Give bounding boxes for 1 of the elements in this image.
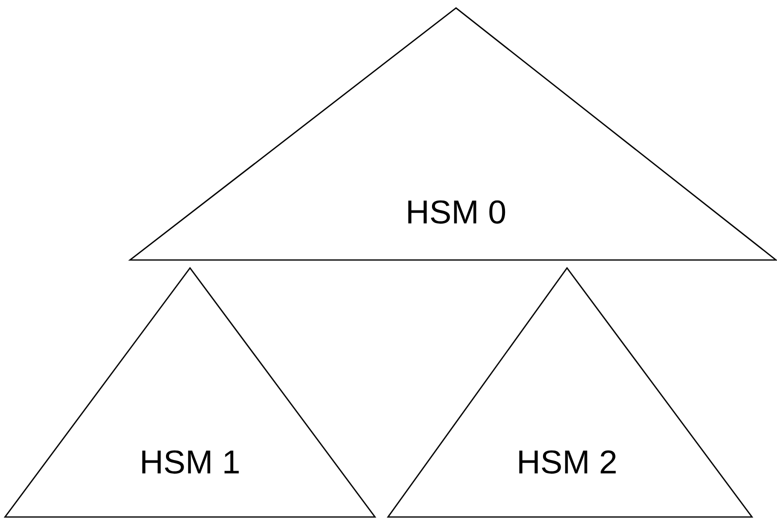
triangle: HSM 0 bbox=[128, 7, 777, 261]
